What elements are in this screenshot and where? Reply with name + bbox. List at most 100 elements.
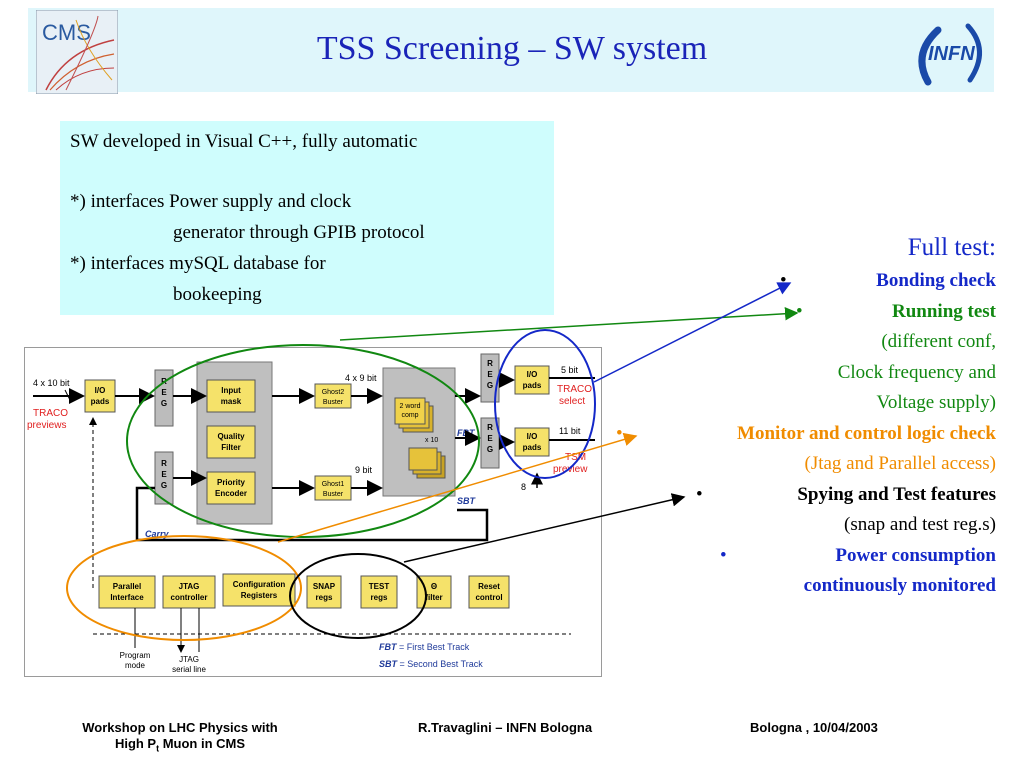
running-test-label: Running test: [892, 300, 996, 322]
sbt-label: SBT: [457, 496, 477, 506]
svg-text:Parallel: Parallel: [113, 582, 141, 591]
in-bits-label: 4 x 10 bit: [33, 378, 70, 388]
bullet: •: [720, 544, 727, 566]
power-consumption-detail: continuously monitored: [803, 575, 996, 596]
svg-text:control: control: [475, 593, 502, 602]
spying-label: Spying and Test features: [797, 483, 996, 505]
spying-detail: (snap and test reg.s): [844, 514, 996, 535]
input-mask-box: Input mask: [206, 379, 256, 413]
carry-label: Carry: [145, 529, 170, 539]
configuration-registers-box: Configuration Registers: [222, 573, 296, 607]
svg-text:filter: filter: [425, 593, 442, 602]
io-pads-right-2: I/O pads: [514, 427, 550, 457]
traco-previews-label-1: TRACO: [33, 408, 68, 419]
fbt-legend: FBT = First Best Track: [379, 642, 470, 652]
footer-date: Bologna , 10/04/2003: [750, 720, 878, 735]
comp-stack-2: [408, 447, 446, 479]
priority-encoder-box: Priority Encoder: [206, 471, 256, 505]
svg-text:Filter: Filter: [221, 443, 241, 452]
cms-logo: CMS: [36, 10, 118, 94]
footer-workshop: Workshop on LHC Physics with High Pt Muo…: [60, 720, 300, 757]
svg-text:R: R: [161, 377, 167, 386]
info-line-5: bookeeping: [173, 284, 262, 305]
svg-text:I/O: I/O: [527, 370, 538, 379]
svg-text:regs: regs: [371, 593, 388, 602]
svg-text:R: R: [161, 459, 167, 468]
item-spying: • Spying and Test features: [616, 480, 996, 511]
running-detail-1: (different conf,: [881, 331, 996, 352]
parallel-interface-box: Parallel Interface: [98, 575, 156, 609]
svg-text:Θ: Θ: [431, 582, 437, 591]
svg-text:Ghost1: Ghost1: [322, 481, 345, 488]
jtag-serial-label-2: serial line: [172, 665, 206, 674]
quality-filter-box: Quality Filter: [206, 425, 256, 459]
item-running: • Running test: [616, 297, 996, 328]
infn-logo-text: INFN: [928, 43, 975, 65]
jtag-controller-box: JTAG controller: [162, 575, 216, 609]
full-test-title: Full test:: [907, 234, 996, 261]
svg-text:G: G: [487, 445, 493, 454]
svg-text:pads: pads: [523, 381, 542, 390]
reg-box-2: R E G: [154, 451, 174, 505]
bullet: •: [780, 270, 787, 291]
x10-label: x 10: [425, 437, 438, 444]
slide-title: TSS Screening – SW system: [316, 30, 708, 67]
sbt-legend: SBT = Second Best Track: [379, 659, 483, 669]
io-pads-left: I/O pads: [84, 379, 116, 413]
svg-text:E: E: [161, 388, 167, 397]
infn-logo: INFN: [918, 23, 982, 86]
fbt-label: FBT: [457, 428, 476, 438]
svg-text:comp: comp: [401, 412, 418, 419]
bits-11-label: 11 bit: [559, 426, 581, 436]
reg-box-1: R E G: [154, 369, 174, 427]
svg-text:SNAP: SNAP: [313, 582, 336, 591]
bullet: •: [696, 483, 703, 505]
svg-text:JTAG: JTAG: [179, 582, 200, 591]
svg-text:G: G: [161, 399, 167, 408]
tsm-preview-label-1: TSM: [565, 452, 586, 463]
svg-text:E: E: [487, 370, 493, 379]
eight-label: 8: [521, 482, 526, 492]
bits-5-label: 5 bit: [561, 365, 579, 375]
svg-text:Interface: Interface: [110, 593, 144, 602]
title-bar: [28, 8, 994, 92]
cms-logo-text: CMS: [42, 20, 91, 45]
svg-text:Quality: Quality: [217, 432, 245, 441]
svg-text:2 word: 2 word: [399, 403, 420, 410]
svg-text:R: R: [487, 359, 493, 368]
svg-text:controller: controller: [171, 593, 208, 602]
svg-text:Registers: Registers: [241, 591, 278, 600]
svg-text:Reset: Reset: [478, 582, 500, 591]
monitor-check-label: Monitor and control logic check: [737, 422, 996, 444]
svg-text:Priority: Priority: [217, 478, 246, 487]
svg-text:E: E: [487, 434, 493, 443]
item-monitor: • Monitor and control logic check: [616, 419, 996, 450]
tss-block-diagram: R E G R E G R E G R E G 4 x 10 bit TRACO…: [24, 347, 602, 677]
bits-4x9-label: 4 x 9 bit: [345, 373, 377, 383]
info-line-3: generator through GPIB protocol: [173, 222, 425, 243]
footer-workshop-line-1: Workshop on LHC Physics with: [82, 720, 278, 735]
jtag-serial-label-1: JTAG: [179, 655, 199, 664]
svg-text:G: G: [161, 481, 167, 490]
monitor-detail: (Jtag and Parallel access): [804, 453, 997, 474]
info-line-2: *) interfaces Power supply and clock: [70, 191, 352, 212]
bonding-check-label: Bonding check: [876, 270, 996, 291]
footer-workshop-line-2: High Pt Muon in CMS: [114, 736, 246, 754]
svg-text:pads: pads: [523, 443, 542, 452]
bits-9-label: 9 bit: [355, 465, 373, 475]
io-pads-right-1: I/O pads: [514, 365, 550, 395]
program-mode-label-1: Program: [120, 651, 151, 660]
svg-text:I/O: I/O: [527, 432, 538, 441]
svg-text:regs: regs: [316, 593, 333, 602]
running-detail-3: Voltage supply): [876, 392, 996, 413]
test-regs-box: TEST regs: [360, 575, 398, 609]
traco-select-label-2: select: [559, 396, 585, 407]
svg-text:R: R: [487, 423, 493, 432]
traco-previews-label-2: previews: [27, 420, 66, 431]
svg-text:Encoder: Encoder: [215, 489, 247, 498]
info-line-1: SW developed in Visual C++, fully automa…: [70, 131, 418, 152]
svg-text:Input: Input: [221, 386, 241, 395]
bullet: •: [616, 422, 623, 444]
info-line-4: *) interfaces mySQL database for: [70, 253, 326, 274]
power-consumption-label: Power consumption: [835, 544, 996, 566]
